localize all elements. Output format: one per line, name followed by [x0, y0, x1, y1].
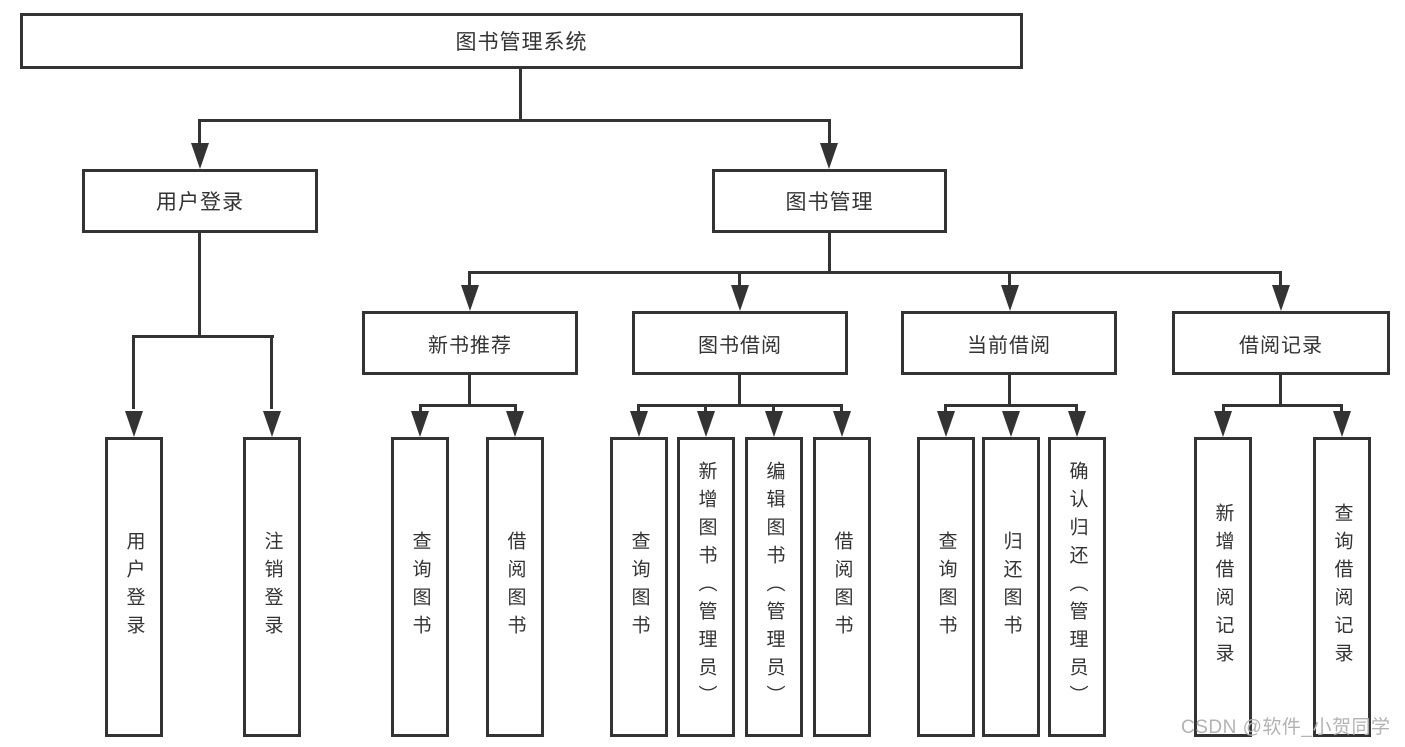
connector-line	[132, 335, 274, 338]
leaf-recommend-borrow-books: 借阅图书	[486, 437, 544, 737]
connector-line	[637, 404, 640, 413]
arrow-down-icon	[765, 411, 783, 437]
connector-line	[468, 374, 471, 406]
node-root-label: 图书管理系统	[455, 31, 588, 54]
leaf-borrow-query-books: 查询图书	[610, 437, 668, 737]
connector-line	[944, 404, 1078, 407]
arrow-down-icon	[125, 411, 143, 437]
connector-line	[198, 119, 201, 145]
connector-line	[1279, 271, 1282, 287]
leaf-return-book-label: 归还图书	[1000, 531, 1022, 643]
leaf-confirm-return-admin-label: 确认归还（管理员）	[1066, 461, 1088, 713]
arrow-down-icon	[630, 411, 648, 437]
connector-line	[198, 119, 831, 122]
leaf-query-borrow-record-label: 查询借阅记录	[1331, 503, 1353, 671]
node-current-borrow-label: 当前借阅	[967, 334, 1051, 357]
leaf-current-query-books-label: 查询图书	[935, 531, 957, 643]
node-book-management: 图书管理	[712, 169, 947, 233]
connector-line	[514, 404, 517, 413]
node-current-borrow: 当前借阅	[901, 311, 1117, 375]
connector-line	[468, 271, 471, 287]
connector-line	[637, 404, 843, 407]
arrow-down-icon	[1068, 411, 1086, 437]
leaf-query-borrow-record: 查询借阅记录	[1313, 437, 1371, 737]
connector-line	[519, 69, 522, 121]
connector-line	[1279, 374, 1282, 406]
connector-line	[840, 404, 843, 413]
arrow-down-icon	[461, 285, 479, 311]
leaf-user-login: 用户登录	[105, 437, 163, 737]
leaf-edit-book-admin-label: 编辑图书（管理员）	[763, 461, 785, 713]
leaf-confirm-return-admin: 确认归还（管理员）	[1048, 437, 1106, 737]
leaf-return-book: 归还图书	[982, 437, 1040, 737]
arrow-down-icon	[1272, 285, 1290, 311]
leaf-borrow-query-books-label: 查询图书	[628, 531, 650, 643]
arrow-down-icon	[1214, 411, 1232, 437]
node-book-management-label: 图书管理	[785, 191, 874, 214]
leaf-add-book-admin-label: 新增图书（管理员）	[695, 461, 717, 713]
connector-line	[270, 335, 273, 409]
leaf-logout: 注销登录	[243, 437, 301, 737]
arrow-down-icon	[411, 411, 429, 437]
node-user-login-label: 用户登录	[156, 191, 244, 214]
leaf-add-book-admin: 新增图书（管理员）	[677, 437, 735, 737]
leaf-logout-label: 注销登录	[261, 531, 283, 643]
node-book-borrow: 图书借阅	[632, 311, 848, 375]
leaf-borrow-borrow-books-label: 借阅图书	[831, 531, 853, 643]
connector-line	[468, 271, 1282, 274]
arrow-down-icon	[263, 411, 281, 437]
leaf-recommend-borrow-books-label: 借阅图书	[504, 531, 526, 643]
csdn-watermark: CSDN @软件_小贺同学	[1181, 717, 1391, 738]
connector-line	[944, 404, 947, 413]
arrow-down-icon	[506, 411, 524, 437]
node-borrow-records-label: 借阅记录	[1239, 334, 1323, 357]
arrow-down-icon	[1001, 285, 1019, 311]
arrow-down-icon	[1002, 411, 1020, 437]
leaf-current-query-books: 查询图书	[917, 437, 975, 737]
node-user-login: 用户登录	[82, 169, 318, 233]
connector-line	[1008, 374, 1011, 406]
arrow-down-icon	[1333, 411, 1351, 437]
connector-line	[1222, 404, 1343, 407]
connector-line	[738, 374, 741, 406]
leaf-add-borrow-record-label: 新增借阅记录	[1212, 503, 1234, 671]
connector-line	[132, 335, 135, 409]
arrow-down-icon	[731, 285, 749, 311]
node-new-book-recommend: 新书推荐	[362, 311, 578, 375]
connector-line	[1075, 404, 1078, 413]
node-new-book-recommend-label: 新书推荐	[428, 334, 512, 357]
arrow-down-icon	[833, 411, 851, 437]
arrow-down-icon	[697, 411, 715, 437]
arrow-down-icon	[191, 143, 209, 169]
connector-line	[828, 119, 831, 145]
connector-line	[198, 232, 201, 337]
leaf-edit-book-admin: 编辑图书（管理员）	[745, 437, 803, 737]
node-borrow-records: 借阅记录	[1172, 311, 1390, 375]
arrow-down-icon	[937, 411, 955, 437]
leaf-add-borrow-record: 新增借阅记录	[1194, 437, 1252, 737]
connector-line	[1222, 404, 1225, 413]
connector-line	[772, 404, 775, 413]
leaf-recommend-query-books-label: 查询图书	[409, 531, 431, 643]
arrow-down-icon	[820, 143, 838, 169]
connector-line	[1008, 271, 1011, 287]
connector-line	[738, 271, 741, 287]
connector-line	[828, 232, 831, 273]
connector-line	[419, 404, 422, 413]
leaf-borrow-borrow-books: 借阅图书	[813, 437, 871, 737]
node-book-borrow-label: 图书借阅	[698, 334, 782, 357]
leaf-user-login-label: 用户登录	[123, 531, 145, 643]
connector-line	[1340, 404, 1343, 413]
leaf-recommend-query-books: 查询图书	[391, 437, 449, 737]
connector-line	[419, 404, 517, 407]
connector-line	[704, 404, 707, 413]
node-root: 图书管理系统	[20, 13, 1023, 69]
